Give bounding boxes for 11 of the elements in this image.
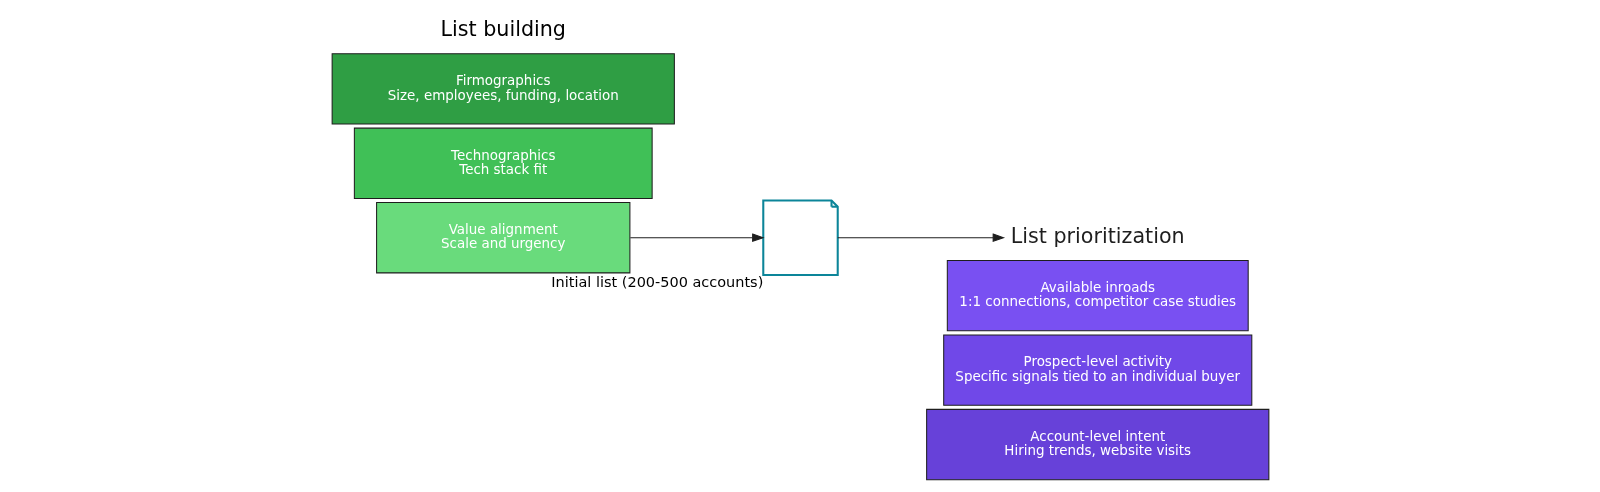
node-box: Prospect-level activity Specific signals tied to an individual buyer [942, 334, 1252, 406]
node-box: Account-level intent Hiring trends, website visits [925, 408, 1269, 481]
node-box: Value alignment Scale and urgency [375, 202, 630, 274]
node-box: Technographics Tech stack fit [353, 127, 653, 199]
arrow [836, 233, 1005, 243]
node-label: Initial list (200-500 accounts) [550, 273, 763, 290]
node-text: List prioritization [1010, 223, 1185, 248]
label: List building [440, 17, 566, 42]
node-box: Available inroads 1:1 connections, competitor case studies [946, 259, 1249, 332]
node-box: Firmographics Size, employees, funding, location [331, 53, 675, 125]
arrow [629, 233, 765, 243]
